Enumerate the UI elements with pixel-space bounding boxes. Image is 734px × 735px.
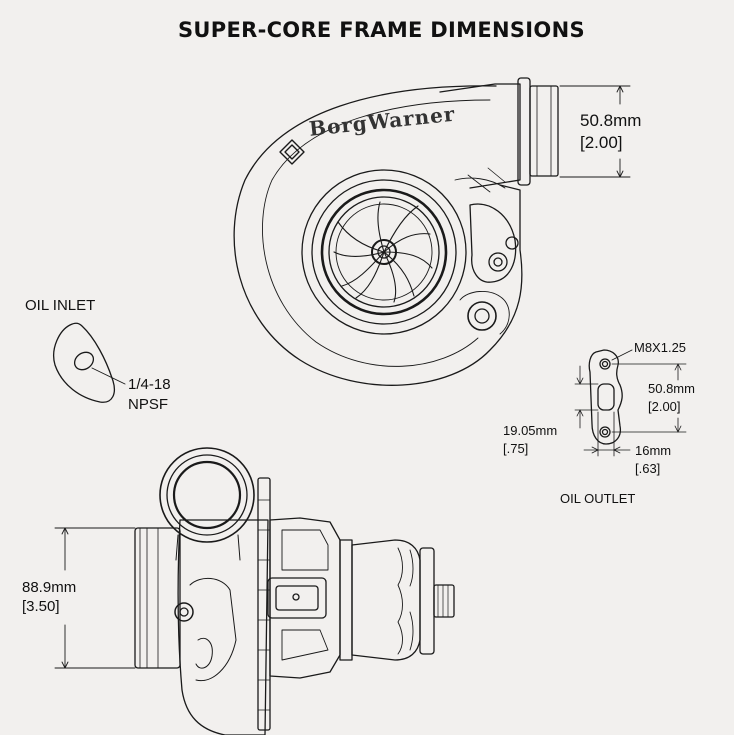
housing-bracket	[469, 203, 517, 283]
oil-outlet-flange-in: [.63]	[635, 461, 661, 476]
borgwarner-logo-mark	[279, 139, 305, 165]
oil-inlet-port	[73, 351, 95, 371]
shaft-nut	[433, 584, 455, 618]
oil-outlet-bolt: M8X1.25	[634, 340, 687, 355]
volute-inner-edge	[262, 99, 491, 367]
mounting-boss	[467, 301, 497, 331]
inlet-diameter-mm: 88.9mm	[22, 579, 77, 596]
compressor-inlet-pipe	[134, 527, 181, 669]
compressor-volute	[233, 85, 523, 386]
outlet-diameter-in: [2.00]	[580, 133, 623, 152]
oil-inlet-thread: 1/4-18	[128, 376, 171, 393]
oil-outlet-port-in: [.75]	[503, 441, 529, 456]
compressor-housing-front-view	[233, 77, 559, 386]
outlet-end-view	[159, 447, 255, 543]
oil-inlet-leader	[91, 367, 126, 385]
inlet-dimension-lines	[54, 527, 136, 669]
wheel-hub	[371, 239, 397, 265]
compressor-cover-body	[177, 519, 269, 735]
side-boss	[174, 602, 194, 622]
outlet-pipe	[439, 83, 521, 189]
oil-outlet-flange-mm: 16mm	[635, 443, 672, 458]
inducer-ring	[320, 188, 448, 316]
outlet-bolt-hole-bottom	[599, 426, 611, 438]
outlet-bead	[529, 85, 559, 177]
oil-outlet-port-mm: 19.05mm	[503, 423, 558, 438]
outlet-diameter-mm: 50.8mm	[580, 111, 642, 130]
oil-inlet-type: NPSF	[128, 396, 169, 413]
oil-outlet-spacing-mm: 50.8mm	[648, 381, 695, 396]
outlet-port	[597, 383, 615, 411]
oil-outlet-spacing-in: [2.00]	[648, 399, 681, 414]
oil-inlet-title: OIL INLET	[25, 297, 96, 314]
oil-outlet-title: OIL OUTLET	[560, 491, 636, 506]
turbo-side-view	[134, 447, 455, 735]
outlet-dimension-lines	[559, 85, 631, 178]
turbine-wheel	[351, 539, 421, 661]
inducer-ring-outer	[301, 169, 467, 335]
outlet-bolt-hole-top	[599, 358, 611, 370]
inlet-diameter-in: [3.50]	[22, 598, 60, 615]
oil-outlet-flange	[588, 349, 633, 445]
oil-outlet-dimension-lines	[574, 363, 687, 457]
turbine-backplate	[339, 539, 353, 661]
oil-port-block	[267, 577, 327, 619]
oil-inlet-flange	[53, 322, 126, 403]
center-bearing-housing	[269, 517, 341, 679]
page-title: SUPER-CORE FRAME DIMENSIONS	[178, 18, 585, 42]
